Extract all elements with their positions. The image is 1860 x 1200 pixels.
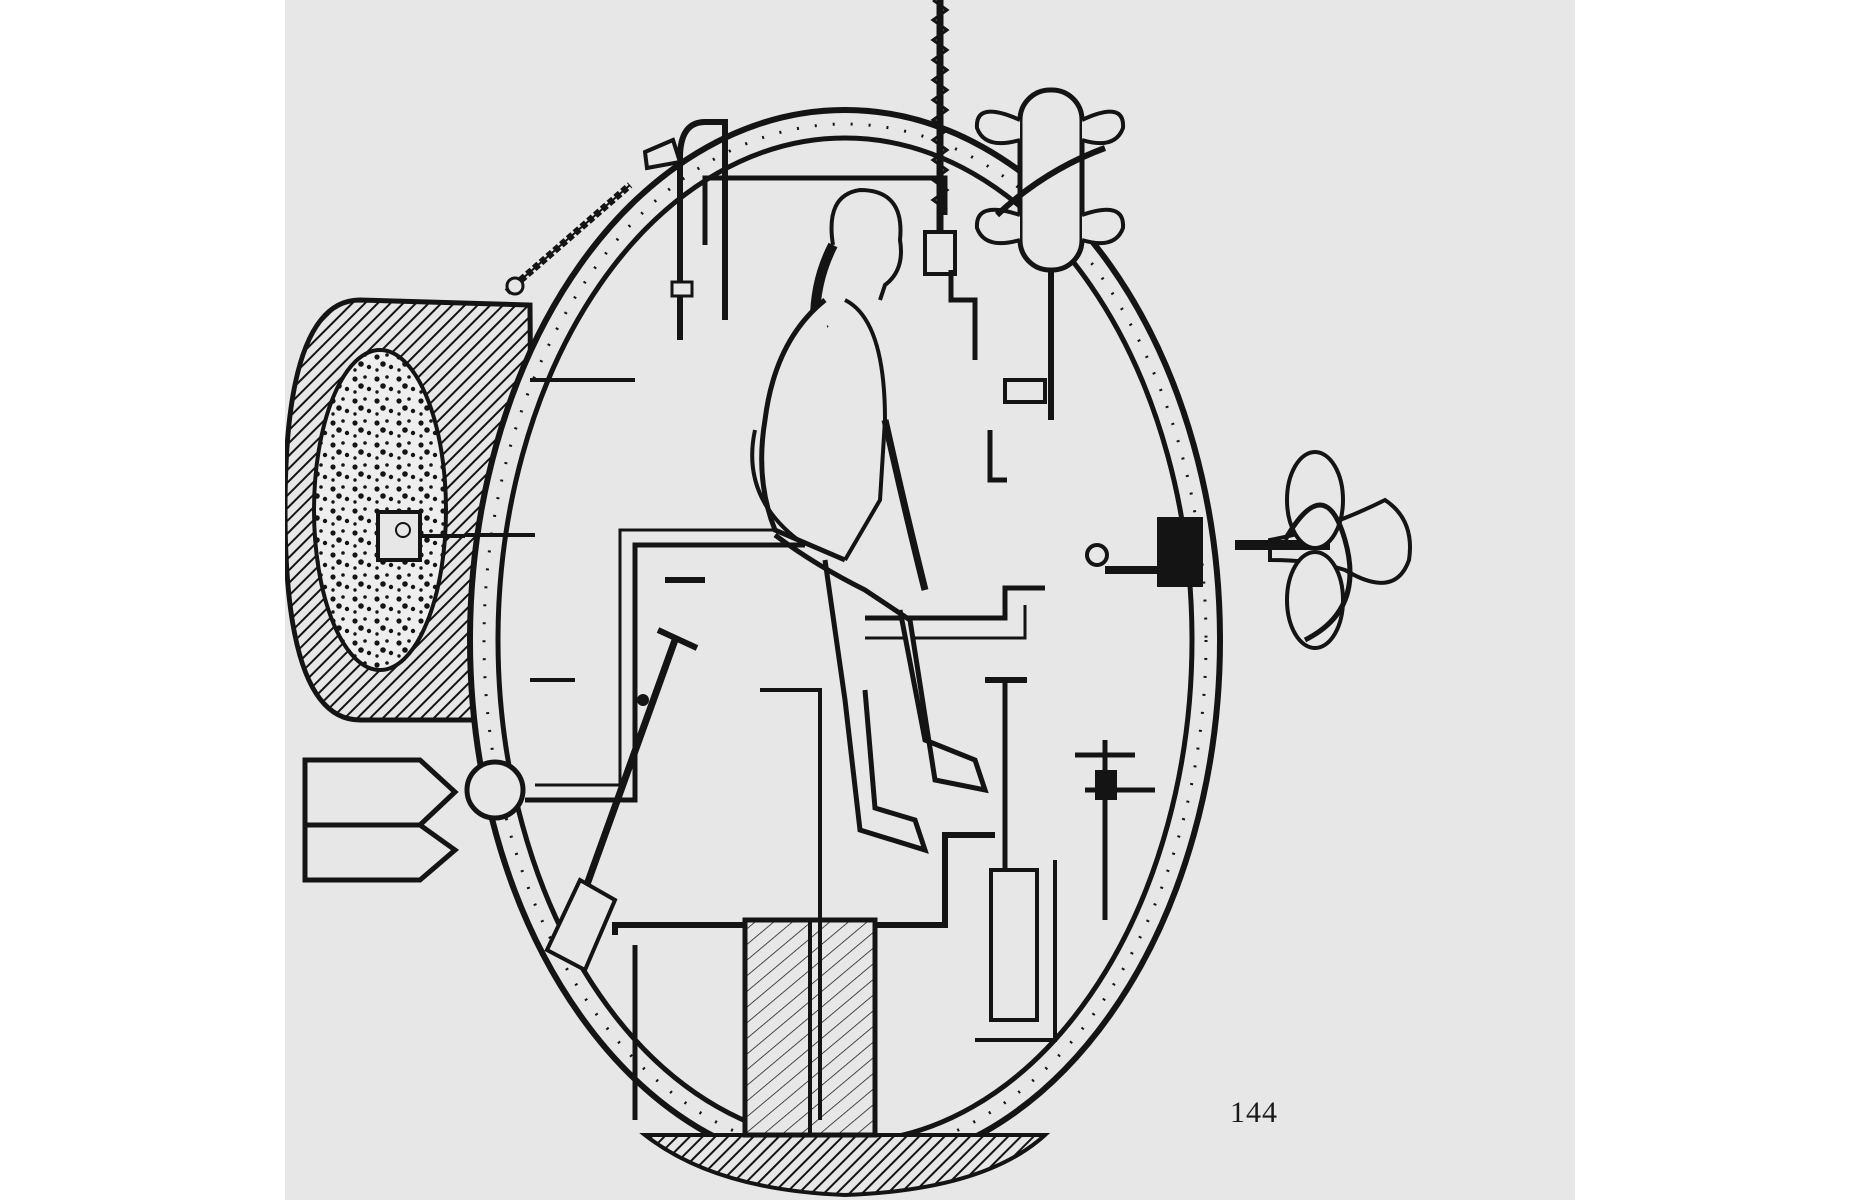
horizontal-propeller: [1085, 450, 1412, 650]
rudder: [302, 757, 526, 883]
right-pump: [975, 677, 1155, 1042]
conning-tower: [642, 0, 957, 340]
interior-frame: [525, 528, 1045, 1120]
vertical-propeller: [948, 87, 1126, 483]
ballast-tank: [742, 688, 878, 1138]
operator-figure: [750, 187, 989, 854]
left-pump: [544, 627, 699, 973]
page-number: 144: [1230, 1096, 1278, 1129]
submarine-illustration: [285, 0, 1412, 1198]
illustration-plate: 144: [285, 0, 1575, 1200]
top-left-rod: [504, 182, 633, 296]
mounting-rods: [465, 378, 635, 682]
